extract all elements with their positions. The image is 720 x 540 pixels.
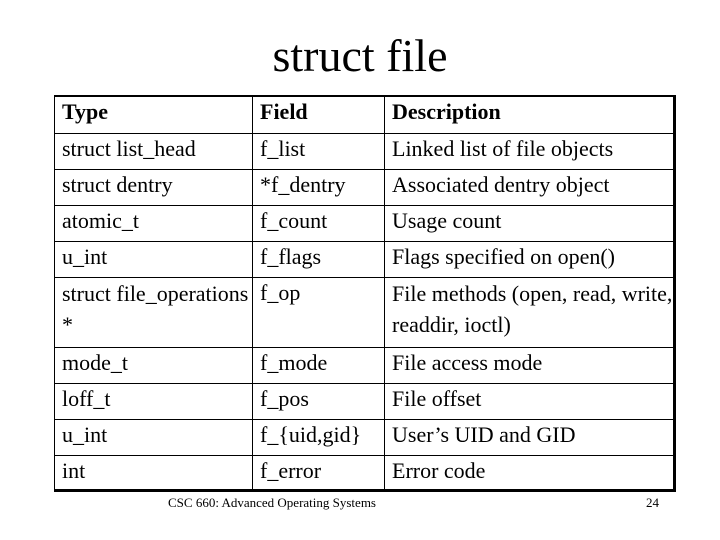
cell-description-text: File methods (open, read, write, readdir… xyxy=(392,280,673,337)
table-row: loff_t f_pos File offset xyxy=(55,383,675,420)
cell-description: Associated dentry object xyxy=(384,169,675,206)
cell-description: File access mode xyxy=(384,347,675,384)
cell-field: f_mode xyxy=(252,347,385,384)
cell-field: f_count xyxy=(252,205,385,242)
cell-description: Error code xyxy=(384,455,675,491)
table-row: struct dentry *f_dentry Associated dentr… xyxy=(55,169,675,206)
table-row: u_int f_{uid,gid} User’s UID and GID xyxy=(55,419,675,456)
cell-field: f_error xyxy=(252,455,385,491)
cell-type: struct file_operations * xyxy=(55,277,253,348)
header-type: Type xyxy=(55,97,253,134)
cell-description: Usage count xyxy=(384,205,675,242)
cell-field: f_{uid,gid} xyxy=(252,419,385,456)
table-row: mode_t f_mode File access mode xyxy=(55,347,675,384)
cell-type: mode_t xyxy=(55,347,253,384)
slide-footer: CSC 660: Advanced Operating Systems xyxy=(168,495,376,510)
cell-field: *f_dentry xyxy=(252,169,385,206)
cell-type: int xyxy=(62,457,86,483)
cell-type: struct dentry xyxy=(55,169,253,206)
cell-field: f_list xyxy=(252,133,385,170)
cell-type-text: struct file_operations * xyxy=(62,280,249,337)
cell-description: User’s UID and GID xyxy=(384,419,675,456)
cell-field: f_op xyxy=(252,277,385,348)
cell-description: Flags specified on open() xyxy=(384,241,675,278)
cell-field: f_flags xyxy=(252,241,385,278)
cell-description: Linked list of file objects xyxy=(384,133,675,170)
table-row: atomic_t f_count Usage count xyxy=(55,205,675,242)
header-description: Description xyxy=(384,97,675,134)
table-row: int f_error Error code xyxy=(55,455,675,491)
cell-type: atomic_t xyxy=(55,205,253,242)
struct-file-table: Type Field Description struct list_head … xyxy=(55,97,675,491)
cell-description: File methods (open, read, write, readdir… xyxy=(384,277,675,348)
table-row: u_int f_flags Flags specified on open() xyxy=(55,241,675,278)
cell-type: struct list_head xyxy=(55,133,253,170)
cell-type: u_int xyxy=(55,241,253,278)
table-row: struct file_operations * f_op File metho… xyxy=(55,277,675,348)
table-row: struct list_head f_list Linked list of f… xyxy=(55,133,675,170)
slide-title: struct file xyxy=(272,30,448,81)
header-field: Field xyxy=(252,97,385,134)
page-number: 24 xyxy=(646,495,659,510)
cell-type: u_int xyxy=(55,419,253,456)
cell-field: f_pos xyxy=(252,383,385,420)
cell-description: File offset xyxy=(384,383,675,420)
cell-type: loff_t xyxy=(55,383,253,420)
table-header-row: Type Field Description xyxy=(55,97,675,134)
